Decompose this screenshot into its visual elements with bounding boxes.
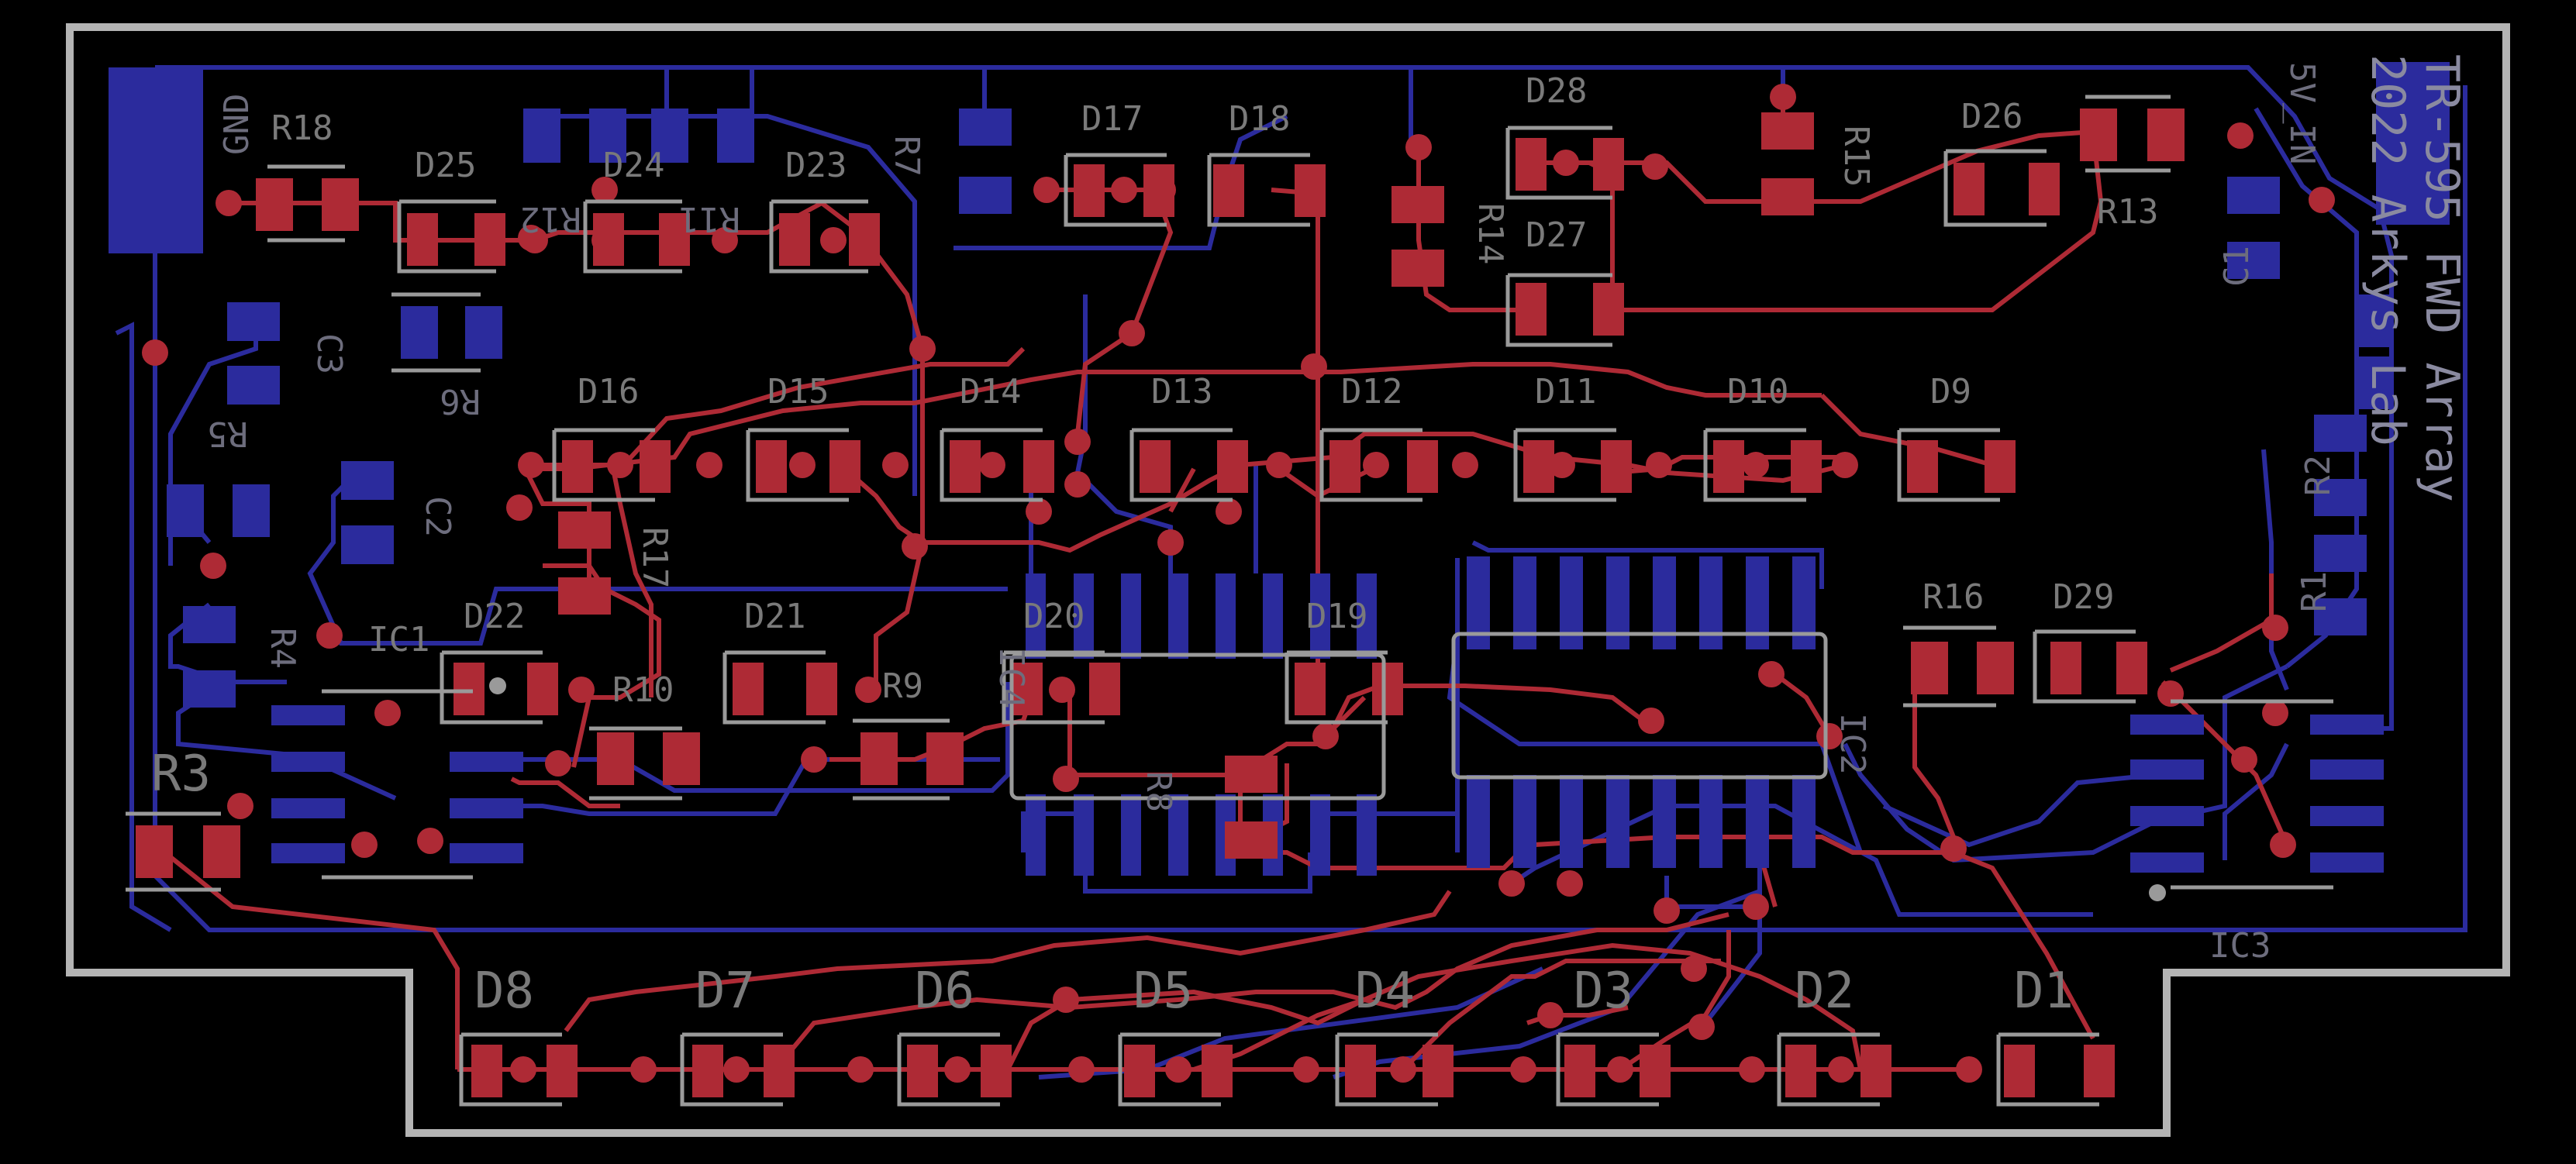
label-d11: D11	[1535, 372, 1596, 412]
top-pads	[136, 108, 2185, 1097]
label-d6: D6	[915, 963, 974, 1020]
label-d9: D9	[1930, 372, 1971, 412]
label-d12: D12	[1341, 372, 1402, 412]
label-d18: D18	[1229, 99, 1290, 139]
label-d17: D17	[1081, 99, 1143, 139]
label-d10: D10	[1727, 372, 1788, 412]
label-r10: R10	[612, 670, 674, 710]
label-d13: D13	[1151, 372, 1212, 412]
label-r6: R6	[440, 381, 481, 421]
label-d21: D21	[744, 597, 805, 636]
rotated-labels: R15 R14 R17 IC3	[635, 126, 2271, 966]
label-d16: D16	[578, 372, 639, 412]
label-5v-in: 5V_IN	[2282, 62, 2322, 164]
label-d20: D20	[1023, 597, 1085, 636]
label-d1: D1	[2014, 963, 2074, 1020]
label-r12: R12	[520, 199, 581, 239]
vias	[142, 84, 2335, 1083]
label-d3: D3	[1574, 963, 1633, 1020]
component-labels: R18 D25 D24 D23 D17 D18 D28 D27 D26 R13 …	[151, 71, 2158, 1020]
board-title-block: TR-595 FWD Array 2022 Arkys Lab	[2360, 54, 2469, 502]
label-d22: D22	[464, 597, 525, 636]
label-d25: D25	[415, 146, 476, 185]
label-r9: R9	[882, 666, 923, 706]
label-d26: D26	[1961, 97, 2023, 136]
label-d15: D15	[767, 372, 829, 412]
label-d24: D24	[603, 146, 664, 185]
label-d23: D23	[785, 146, 847, 185]
label-r14: R14	[1471, 203, 1510, 264]
label-d5: D5	[1133, 963, 1193, 1020]
label-d14: D14	[960, 372, 1021, 412]
label-r1: R1	[2295, 571, 2334, 612]
board-outline	[66, 23, 2510, 1137]
silkscreen-outlines	[126, 95, 2333, 1107]
label-r3: R3	[151, 746, 211, 803]
label-gnd: GND	[217, 94, 257, 155]
label-r16: R16	[1923, 577, 1984, 617]
label-r11: R11	[679, 199, 740, 239]
label-c1: C1	[2217, 246, 2257, 287]
label-c2: C2	[418, 496, 457, 537]
label-c3: C3	[309, 333, 349, 374]
label-r2: R2	[2298, 455, 2338, 496]
vin-pad	[2376, 62, 2450, 225]
label-d27: D27	[1526, 215, 1587, 255]
label-r13: R13	[2097, 192, 2158, 232]
label-r8: R8	[1139, 771, 1178, 812]
board-title: TR-595 FWD Array	[2415, 54, 2469, 502]
board-subtitle: 2022 Arkys Lab	[2360, 54, 2415, 446]
label-ic2: IC2	[1833, 713, 1872, 774]
label-r18: R18	[271, 108, 333, 148]
label-ic3: IC3	[2209, 926, 2271, 966]
label-r15: R15	[1836, 126, 1876, 187]
label-d4: D4	[1355, 963, 1415, 1020]
label-r17: R17	[635, 527, 674, 588]
label-d28: D28	[1526, 71, 1587, 111]
label-d7: D7	[695, 963, 755, 1020]
label-d29: D29	[2053, 577, 2114, 617]
label-r7: R7	[887, 136, 926, 177]
label-r4: R4	[263, 628, 302, 669]
label-r5: R5	[207, 414, 248, 453]
ic3-pin1-dot	[2149, 884, 2166, 901]
label-ic4: IC4	[991, 647, 1031, 708]
bottom-pads	[109, 62, 2450, 876]
label-d2: D2	[1795, 963, 1854, 1020]
label-ic1: IC1	[368, 620, 429, 659]
label-d8: D8	[474, 963, 534, 1020]
gnd-pad	[109, 67, 203, 253]
ic1-pin1-dot	[489, 677, 506, 694]
mirrored-labels: R12 R11 R7 C3 R6 R5 C2 R4 IC4 R8 IC2 C1 …	[207, 62, 2338, 812]
label-d19: D19	[1306, 597, 1367, 636]
